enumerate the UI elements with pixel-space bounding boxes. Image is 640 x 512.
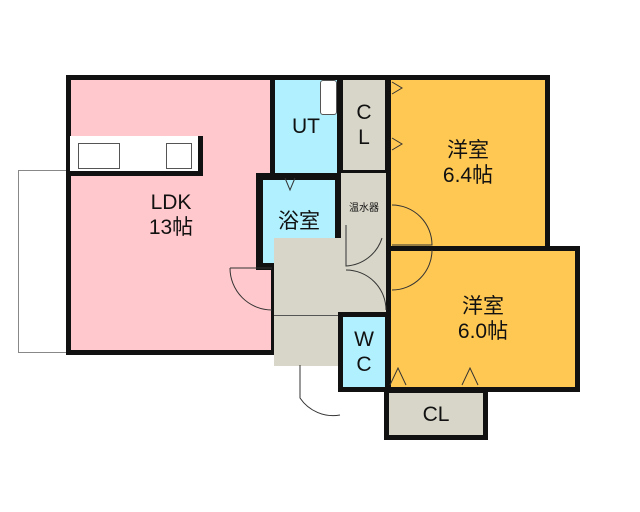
western-1-label: 洋室: [447, 139, 489, 162]
washbasin: [320, 80, 337, 115]
bath-label: 浴室: [278, 210, 320, 233]
ldk-door: [229, 267, 273, 311]
ldk-size: 13帖: [148, 216, 194, 239]
closet-door-marks: [284, 81, 479, 386]
room-ldk: LDK 13帖: [66, 75, 276, 355]
water-heater-label: 温水器: [349, 202, 379, 214]
hall-door-bottom: [345, 269, 387, 311]
closet-top-label: C L: [356, 101, 372, 149]
balcony: [18, 170, 70, 353]
ldk-label: LDK: [150, 191, 192, 214]
room-western-2: 洋室 6.0帖: [386, 246, 580, 392]
western-2-size: 6.0帖: [457, 320, 509, 343]
western-2-label: 洋室: [462, 295, 504, 318]
closet-bottom: CL: [384, 388, 488, 440]
closet-bottom-label: CL: [422, 402, 450, 426]
ut-label: UT: [292, 115, 320, 138]
western-1-door: [391, 204, 433, 246]
stove: [166, 143, 192, 169]
sink: [78, 143, 120, 169]
hall-door-top: [345, 225, 383, 267]
wc-label: W C: [354, 328, 374, 376]
kitchen-counter: [70, 136, 203, 176]
room-western-1: 洋室 6.4帖: [386, 75, 550, 251]
western-1-size: 6.4帖: [442, 164, 494, 187]
entrance: [274, 315, 338, 366]
entrance-door: [299, 365, 341, 417]
western-2-door: [391, 249, 433, 291]
